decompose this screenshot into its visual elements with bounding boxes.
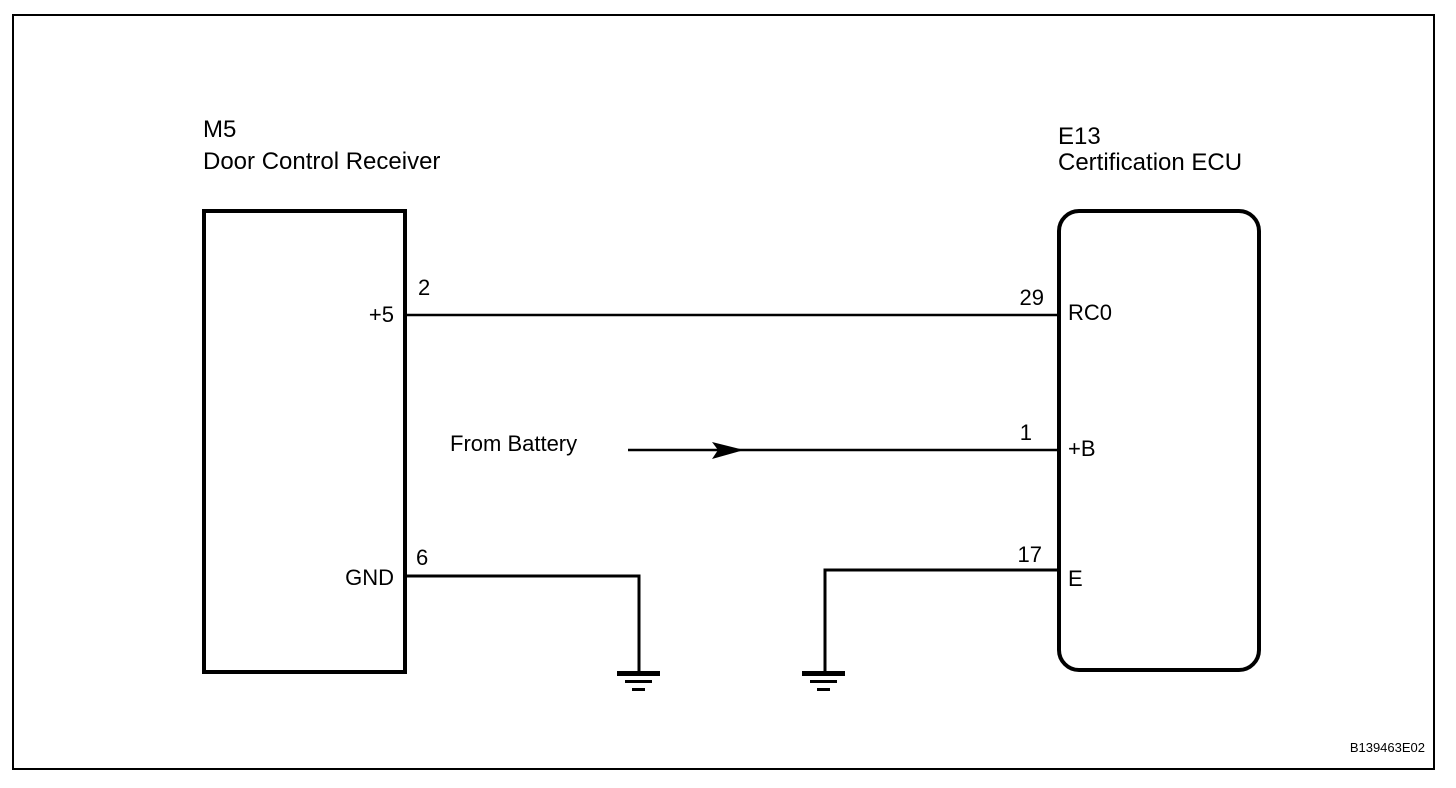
pin-number-17: 17 bbox=[1018, 542, 1042, 567]
wire-e-to-ground bbox=[823, 568, 1059, 672]
right-connector-id: E13 bbox=[1058, 123, 1101, 150]
left-component-name: Door Control Receiver bbox=[203, 148, 440, 175]
pin-number-29: 29 bbox=[1020, 285, 1044, 310]
pin-label-plus5: +5 bbox=[369, 302, 394, 327]
right-component-name: Certification ECU bbox=[1058, 149, 1242, 176]
pin-label-gnd: GND bbox=[345, 565, 394, 590]
wire-gnd-to-ground bbox=[405, 574, 641, 672]
figure-code: B139463E02 bbox=[1350, 740, 1425, 755]
pin-number-2: 2 bbox=[418, 275, 430, 300]
from-battery-label: From Battery bbox=[450, 431, 577, 456]
pin-number-1: 1 bbox=[1020, 420, 1032, 445]
pin-label-e: E bbox=[1068, 566, 1083, 591]
pin-label-rc0: RC0 bbox=[1068, 300, 1112, 325]
door-control-receiver-box bbox=[202, 209, 407, 674]
pin-number-6: 6 bbox=[416, 545, 428, 570]
left-connector-id: M5 bbox=[203, 116, 236, 143]
ground-symbol-icon bbox=[617, 671, 660, 691]
ground-symbol-icon bbox=[802, 671, 845, 691]
arrow-right-icon bbox=[712, 442, 744, 459]
diagram-frame bbox=[12, 14, 1435, 770]
pin-label-plusb: +B bbox=[1068, 436, 1096, 461]
certification-ecu-box bbox=[1057, 209, 1261, 672]
